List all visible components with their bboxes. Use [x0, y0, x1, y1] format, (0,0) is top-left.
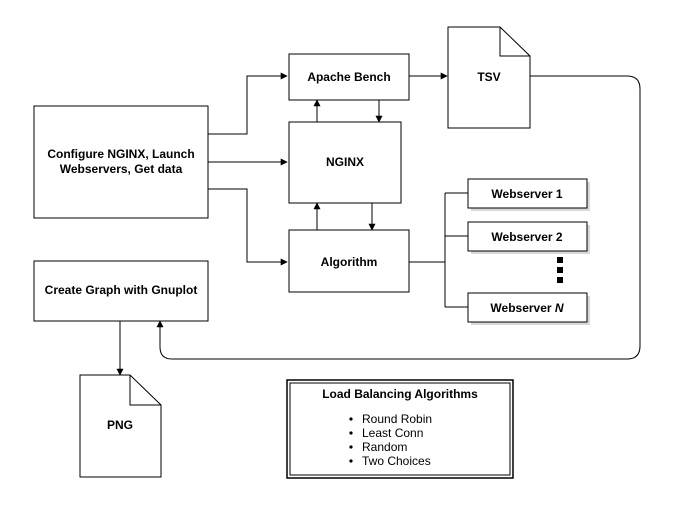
png-label: PNG	[107, 418, 133, 432]
apache-bench-node: Apache Bench	[288, 53, 410, 101]
algorithm-node: Algorithm	[288, 229, 410, 293]
legend-bullet	[349, 431, 353, 435]
edge-configure-apache	[208, 72, 288, 135]
gnuplot-label: Create Graph with Gnuplot	[45, 283, 198, 297]
webserver-2-node: Webserver 2	[467, 221, 590, 254]
webserver-1-node: Webserver 1	[467, 178, 590, 211]
edge-tsv-gnuplot	[156, 75, 641, 360]
edge-algorithm-webservers	[409, 192, 468, 308]
tsv-document: TSV	[447, 26, 531, 129]
webserver-n-prefix: Webserver	[490, 301, 554, 315]
legend-bullet	[349, 417, 353, 421]
png-document: PNG	[79, 374, 162, 478]
webserver-ellipsis	[557, 257, 563, 283]
legend-items: Round Robin Least Conn Random Two Choice…	[349, 412, 432, 468]
webserver-n-node: Webserver N	[467, 292, 590, 325]
tsv-label: TSV	[477, 70, 500, 84]
legend-bullet	[349, 445, 353, 449]
apache-bench-label: Apache Bench	[307, 70, 390, 84]
algorithm-label: Algorithm	[321, 255, 378, 269]
legend-item: Least Conn	[362, 426, 423, 440]
legend-item: Round Robin	[362, 412, 432, 426]
edges	[116, 72, 641, 376]
configure-node: Configure NGINX, Launch Webservers, Get …	[33, 105, 209, 219]
nginx-label: NGINX	[326, 155, 364, 169]
edge-configure-algorithm	[208, 188, 288, 266]
legend-item: Random	[362, 440, 407, 454]
legend-box: Load Balancing Algorithms Round Robin Le…	[286, 379, 514, 479]
webserver-n-label: Webserver N	[490, 301, 563, 315]
configure-label-line1: Configure NGINX, Launch	[47, 147, 194, 161]
legend-title: Load Balancing Algorithms	[322, 387, 478, 401]
webserver-2-label: Webserver 2	[491, 230, 562, 244]
nginx-node: NGINX	[288, 121, 402, 204]
configure-label-line2: Webservers, Get data	[60, 162, 183, 176]
legend-item: Two Choices	[362, 454, 431, 468]
webserver-1-label: Webserver 1	[491, 187, 562, 201]
webserver-n-italic: N	[555, 301, 564, 315]
gnuplot-node: Create Graph with Gnuplot	[33, 260, 209, 322]
legend-bullet	[349, 459, 353, 463]
